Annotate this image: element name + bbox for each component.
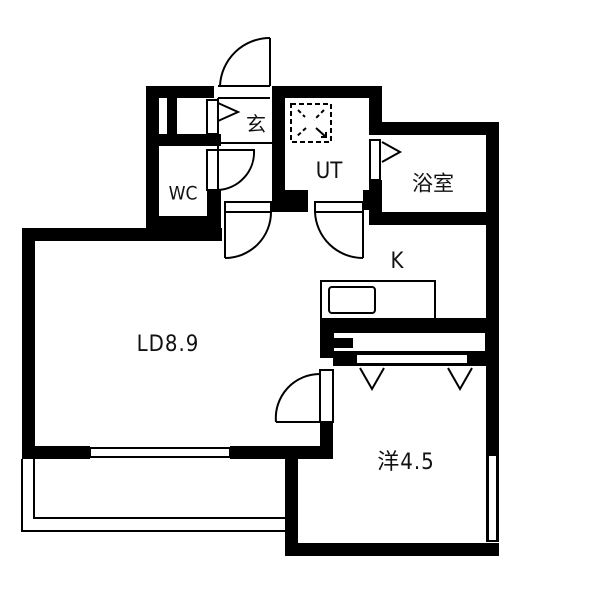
room-label-kitchen: K	[390, 249, 404, 274]
room-label-bathroom: 浴室	[412, 171, 454, 196]
room-label-living-dining: LD8.9	[136, 332, 200, 357]
room-label-utility: UT	[315, 159, 343, 184]
room-label-western-room: 洋4.5	[377, 450, 435, 475]
room-label-entrance: 玄	[246, 112, 266, 136]
thin-lines	[21, 36, 498, 542]
room-label-wc: WC	[168, 182, 198, 205]
walls	[22, 86, 499, 556]
